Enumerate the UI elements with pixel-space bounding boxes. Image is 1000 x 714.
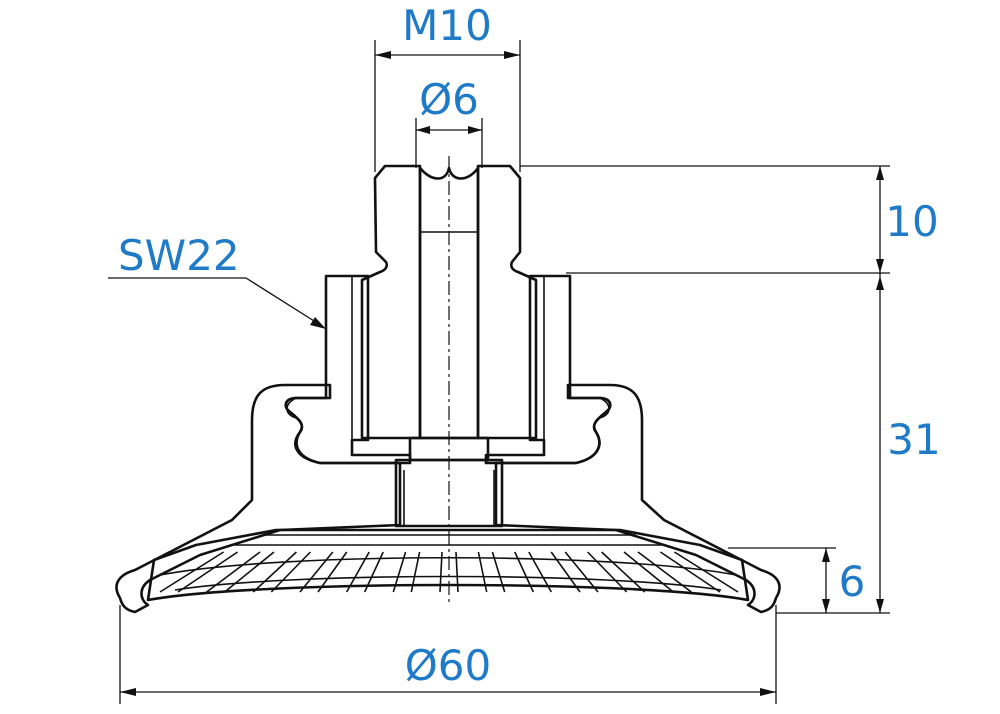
dim-thread-label: M10 (402, 1, 492, 50)
dim-lip-height-label: 6 (839, 557, 866, 606)
dim-diameter: Ø60 (119, 605, 777, 704)
rib (392, 551, 421, 593)
dim-bore-label: Ø6 (419, 75, 479, 124)
rib (159, 551, 239, 593)
rib (206, 551, 275, 593)
hex-nut (284, 274, 612, 465)
dim-thread: M10 (374, 1, 521, 172)
dim-lip-height: 6 (728, 547, 866, 613)
rib (477, 551, 506, 593)
dim-wrench-label: SW22 (118, 231, 240, 280)
rib (252, 551, 311, 593)
dim-thread-length-label: 10 (885, 197, 938, 246)
rib (514, 551, 553, 593)
dim-height-label: 31 (887, 415, 940, 464)
rubber-cup-body (115, 383, 781, 614)
rib (587, 551, 646, 593)
dim-wrench: SW22 (108, 231, 326, 329)
dim-height: 31 (776, 273, 941, 614)
rib (345, 551, 384, 593)
dim-thread-length: 10 (520, 165, 939, 274)
dim-bore: Ø6 (415, 75, 483, 168)
rib (659, 551, 739, 593)
support-ribs (146, 528, 750, 602)
dim-diameter-label: Ø60 (405, 641, 492, 690)
rib (439, 551, 459, 593)
rib (550, 551, 599, 593)
rib (623, 551, 692, 593)
rib (299, 551, 348, 593)
